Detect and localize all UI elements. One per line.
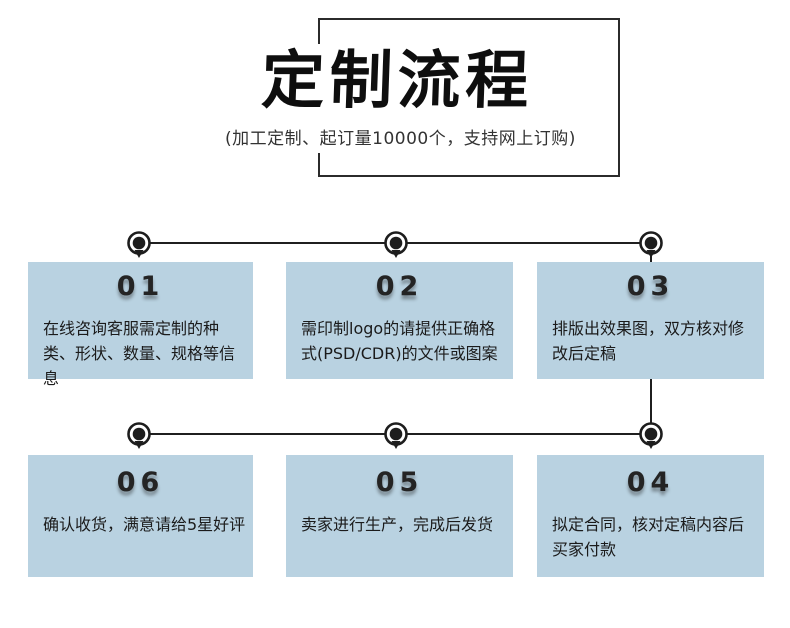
step-box-04: 04 拟定合同，核对定稿内容后买家付款 <box>537 455 764 577</box>
step-number: 06 <box>116 467 165 498</box>
step-box-05: 05 卖家进行生产，完成后发货 <box>286 455 513 577</box>
step-description: 在线咨询客服需定制的种类、形状、数量、规格等信息 <box>43 319 236 388</box>
step-box-03: 03 排版出效果图，双方核对修改后定稿 <box>537 262 764 379</box>
header: 定制流程 (加工定制、起订量10000个，支持网上订购) <box>225 44 576 153</box>
step-description: 卖家进行生产，完成后发货 <box>301 515 494 534</box>
map-pin-dot-icon <box>637 421 665 453</box>
map-pin-dot-icon <box>125 230 153 262</box>
map-pin-dot-icon <box>382 230 410 262</box>
step-number: 01 <box>116 271 165 302</box>
step-description: 需印制logo的请提供正确格式(PSD/CDR)的文件或图案 <box>301 319 498 363</box>
step-number: 02 <box>375 271 424 302</box>
step-description: 确认收货，满意请给5星好评 <box>43 515 246 534</box>
step-description: 排版出效果图，双方核对修改后定稿 <box>552 319 745 363</box>
map-pin-dot-icon <box>125 421 153 453</box>
step-number: 03 <box>626 271 675 302</box>
step-box-06: 06 确认收货，满意请给5星好评 <box>28 455 253 577</box>
step-number: 04 <box>626 467 675 498</box>
step-description: 拟定合同，核对定稿内容后买家付款 <box>552 515 745 559</box>
step-box-01: 01 在线咨询客服需定制的种类、形状、数量、规格等信息 <box>28 262 253 388</box>
step-box-02: 02 需印制logo的请提供正确格式(PSD/CDR)的文件或图案 <box>286 262 513 379</box>
step-number: 05 <box>375 467 424 498</box>
page-subtitle: (加工定制、起订量10000个，支持网上订购) <box>225 128 576 149</box>
page-title: 定制流程 <box>260 44 535 117</box>
map-pin-dot-icon <box>382 421 410 453</box>
map-pin-dot-icon <box>637 230 665 262</box>
